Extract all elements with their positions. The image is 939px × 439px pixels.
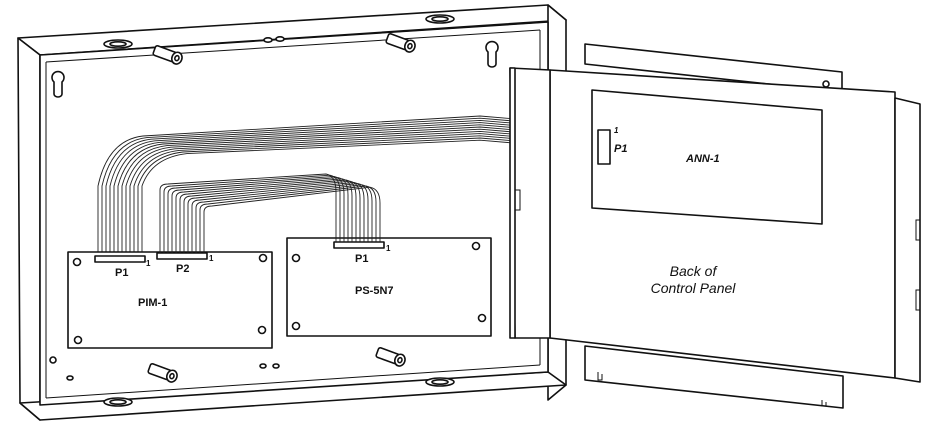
ribbon-wire	[125, 130, 601, 256]
ribbon-wire	[105, 119, 601, 256]
pim-board-label: PIM-1	[138, 297, 167, 309]
ps-connector-p1-pin: 1	[386, 244, 391, 253]
ann-connector-pin: 1	[614, 126, 619, 135]
ann-connector-label: P1	[614, 143, 627, 155]
ribbon-wire	[183, 180, 361, 253]
ribbon-wire	[179, 179, 357, 253]
ribbon-wire	[199, 185, 377, 253]
standoff-screws	[66, 33, 416, 383]
ann-board: 1 P1 ANN-1	[591, 89, 823, 225]
ribbon-wire	[97, 115, 601, 256]
ribbon-wire	[101, 117, 601, 256]
pim-connector-p2-label: P2	[176, 263, 189, 275]
ribbon-wire	[159, 173, 337, 253]
ribbon-wire	[163, 174, 341, 253]
ps-board-label: PS-5N7	[355, 285, 394, 297]
ps-board: P1 1 PS-5N7	[286, 237, 492, 337]
ribbon-wire	[191, 183, 369, 253]
pim-board: P1 1 P2 1 PIM-1	[67, 251, 273, 349]
ps-connector-p1-label: P1	[355, 253, 368, 265]
control-panel-door	[509, 43, 921, 409]
door-caption-line2: Control Panel	[651, 280, 737, 296]
ribbon-cable-short	[159, 173, 381, 253]
ann-board-label: ANN-1	[685, 153, 720, 165]
ribbon-wire	[109, 122, 601, 256]
ribbon-cable-main	[97, 115, 601, 256]
ribbon-wire	[187, 181, 365, 253]
ribbon-wire	[203, 186, 381, 253]
ribbon-wire	[113, 124, 601, 256]
ribbon-wire	[167, 175, 345, 253]
keyhole-slots	[49, 40, 499, 364]
ribbon-wire	[137, 137, 601, 256]
knockout-holes	[103, 14, 455, 407]
ribbon-wire	[129, 133, 601, 256]
ribbon-wire	[117, 126, 601, 256]
pim-connector-p1-label: P1	[115, 267, 128, 279]
ribbon-wire	[171, 177, 349, 253]
ribbon-wire	[195, 184, 373, 253]
cabinet-enclosure	[17, 4, 567, 421]
ribbon-wire	[121, 128, 601, 256]
door-caption-line1: Back of	[670, 263, 719, 279]
pim-connector-p2-pin: 1	[209, 254, 214, 263]
pim-connector-p1-pin: 1	[146, 259, 151, 268]
ribbon-wire	[133, 135, 601, 256]
ribbon-wire	[141, 139, 601, 256]
